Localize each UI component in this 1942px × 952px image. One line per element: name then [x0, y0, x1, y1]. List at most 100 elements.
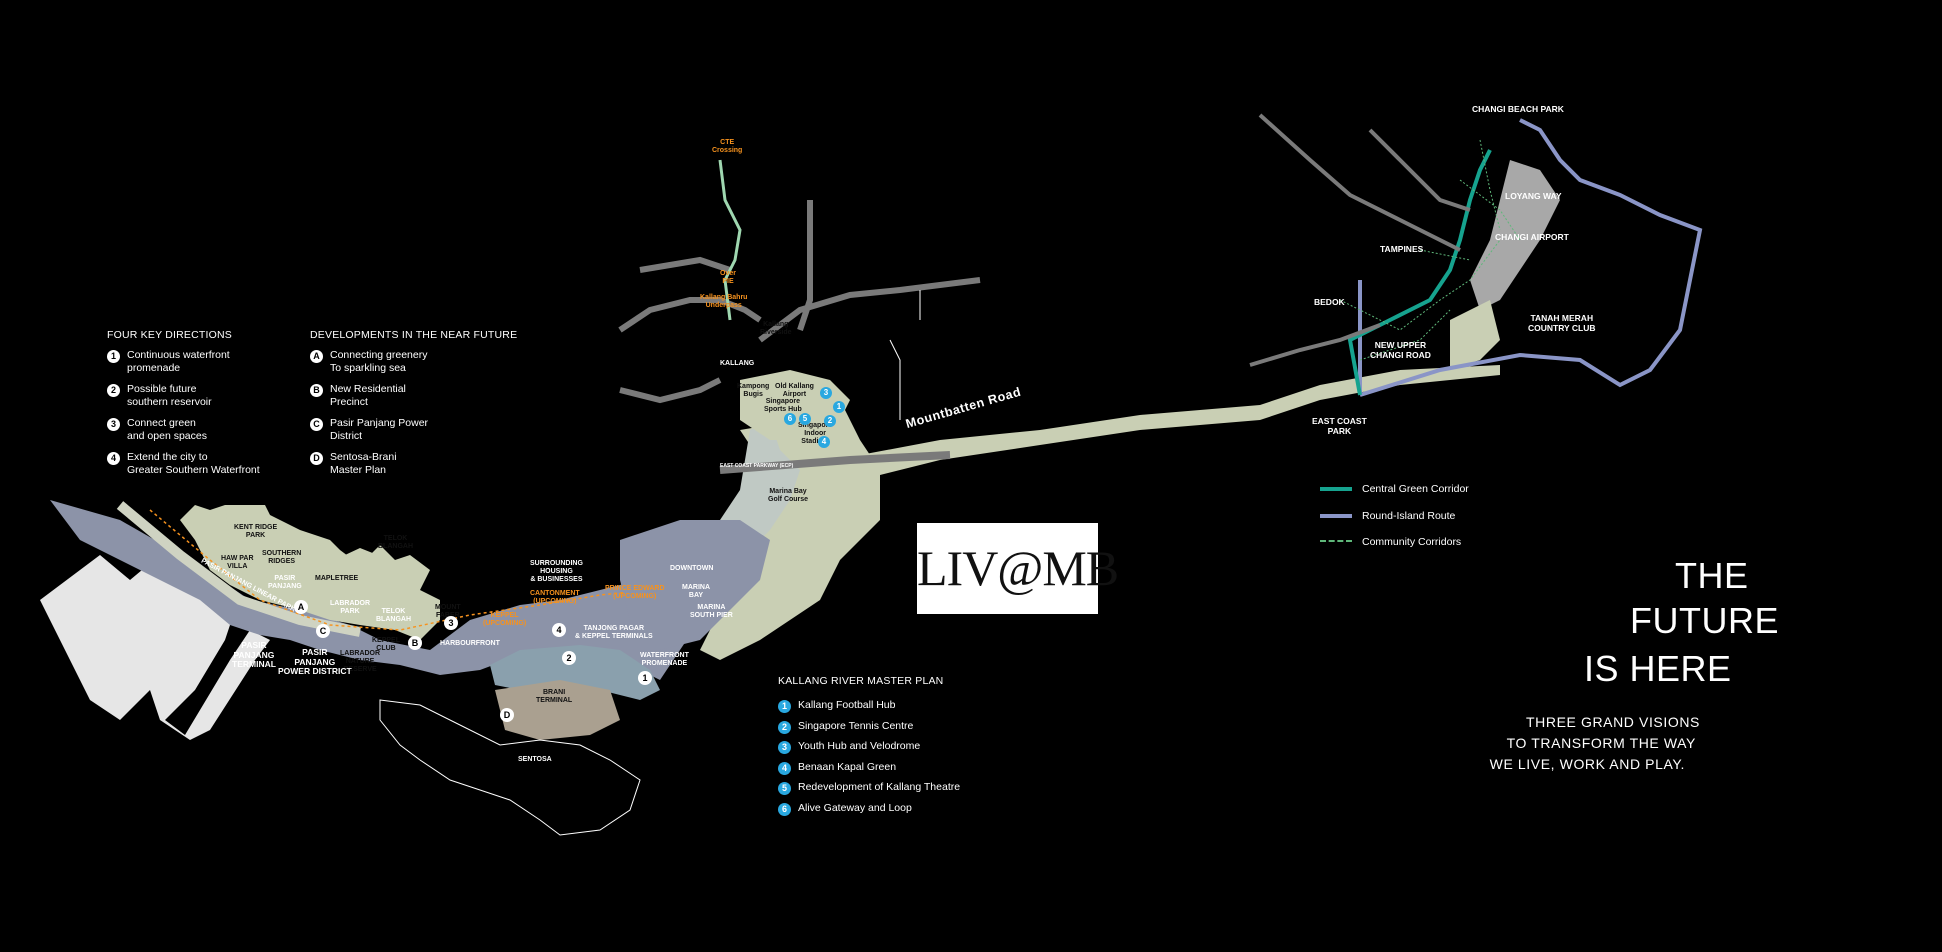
ecp-road — [719, 451, 951, 474]
kallang-marker-5: 5 — [799, 413, 811, 425]
community-corridors — [1339, 139, 1521, 361]
subline-line2: TO TRANSFORM THE WAY — [1506, 735, 1696, 751]
kallang-marker-1: 1 — [833, 401, 845, 413]
central-green-swatch — [1320, 487, 1352, 491]
developments-title: DEVELOPMENTS IN THE NEAR FUTURE — [310, 329, 518, 341]
marina-south-pier-label: MARINA SOUTH PIER — [690, 604, 733, 619]
kallang-marker-4: 4 — [818, 436, 830, 448]
changi-airport-label: CHANGI AIRPORT — [1495, 232, 1569, 242]
harbourfront-label: HARBOURFRONT — [440, 640, 500, 647]
downtown-label: DOWNTOWN — [670, 565, 714, 572]
kallang-riverside-label: Kallang Riverside — [760, 321, 792, 336]
prince-edward-label: PRINCE EDWARD (UPCOMING) — [605, 585, 665, 600]
marker-a: A — [294, 600, 308, 614]
mount-faber-label: MOUNT FABER — [435, 604, 461, 619]
telok-blangah-label: TELOK BLANGAH — [376, 608, 411, 623]
over-pie-label: Over PIE — [720, 270, 736, 285]
kallang-marker-6: 6 — [784, 413, 796, 425]
east-coast-park-label: EAST COAST PARK — [1312, 416, 1367, 436]
kent-ridge-park-label: KENT RIDGE PARK — [234, 524, 278, 539]
marker-b: B — [408, 636, 422, 650]
round-island-swatch — [1320, 513, 1352, 518]
tampines-label: TAMPINES — [1380, 244, 1424, 254]
marker-4: 4 — [552, 623, 566, 637]
pasir-panjang-label: PASIR PANJANG — [268, 575, 302, 590]
cte-crossing-label: CTE Crossing — [712, 139, 743, 154]
brani-terminal-label: BRANI TERMINAL — [536, 689, 573, 704]
marina-bay-water — [620, 520, 770, 650]
marker-c: C — [316, 624, 330, 638]
east-coast-strip — [860, 365, 1500, 475]
cantonment-label: CANTONMENT (UPCOMING) — [530, 590, 580, 605]
four-key-directions-title: FOUR KEY DIRECTIONS — [107, 329, 232, 341]
east-green-land — [1450, 300, 1500, 370]
marina-bay-golf-label: Marina Bay Golf Course — [768, 488, 809, 503]
round-island-route — [1358, 118, 1703, 397]
subline-line1: THREE GRAND VISIONS — [1526, 714, 1700, 730]
route-legend-row: Round-Island Route — [1320, 510, 1469, 537]
west-green-hills — [225, 505, 400, 605]
east-roads — [1249, 113, 1471, 367]
pasir-panjang-power-label: PASIR PANJANG POWER DISTRICT — [278, 647, 352, 676]
livmb-logo: LIV@MB — [917, 523, 1119, 614]
tagline-line1: THE — [1675, 555, 1749, 596]
southern-ridges-label: SOUTHERN RIDGES — [262, 550, 302, 565]
changi-beach-park-label: CHANGI BEACH PARK — [1472, 104, 1564, 114]
tagline-line3: IS HERE — [1584, 648, 1732, 689]
tanjong-pagar-label: TANJONG PAGAR & KEPPEL TERMINALS — [575, 625, 653, 640]
ecp-label: EAST COAST PARKWAY (ECP) — [720, 463, 794, 469]
kallang-plan-title: KALLANG RIVER MASTER PLAN — [778, 675, 944, 687]
old-kallang-airport-label: Old Kallang Airport — [775, 383, 814, 398]
haw-par-villa-label: HAW PAR VILLA — [221, 555, 254, 570]
cte-green-road — [718, 159, 742, 321]
housing-label: SURROUNDING HOUSING & BUSINESSES — [530, 560, 583, 583]
community-swatch — [1320, 540, 1352, 542]
kallang-marker-2: 2 — [824, 415, 836, 427]
waterfront-promenade-label: WATERFRONT PROMENADE — [640, 652, 689, 667]
kampong-bugis-label: Kampong Bugis — [737, 383, 770, 398]
marker-1: 1 — [638, 671, 652, 685]
tagline-line2: FUTURE — [1630, 600, 1779, 641]
keppel-club-label: KEPPEL CLUB — [372, 637, 401, 652]
marker-3: 3 — [444, 616, 458, 630]
bedok-label: BEDOK — [1314, 297, 1345, 307]
kallang-marker-3: 3 — [820, 387, 832, 399]
marker-d: D — [500, 708, 514, 722]
labrador-nature-label: LABRADOR NATURE RESERVE — [340, 650, 381, 673]
pasir-panjang-terminal-label: PASIR PANJANG TERMINAL — [232, 640, 276, 669]
keppel-upcoming-label: KEPPEL (UPCOMING) — [483, 612, 527, 627]
labrador-park-label: LABRADOR PARK — [330, 600, 371, 615]
sports-hub-label: Singapore Sports Hub — [764, 398, 802, 413]
route-legend: Central Green Corridor Round-Island Rout… — [1320, 483, 1469, 563]
telok-blangah-top-label: TELOK BLANGAH — [378, 535, 413, 550]
white-road — [889, 290, 921, 420]
marina-bay-label: MARINA BAY — [682, 584, 710, 599]
route-legend-row: Community Corridors — [1320, 536, 1469, 563]
changi-airport-area — [1470, 160, 1560, 310]
route-legend-row: Central Green Corridor — [1320, 483, 1469, 510]
loyang-way-label: LOYANG WAY — [1505, 191, 1562, 201]
mapletree-label: MAPLETREE — [315, 575, 359, 582]
sentosa-label: SENTOSA — [518, 756, 552, 763]
tanah-merah-label: TANAH MERAH COUNTRY CLUB — [1528, 313, 1596, 333]
sentosa-outline — [379, 699, 641, 836]
central-roads — [618, 200, 981, 404]
subline-line3: WE LIVE, WORK AND PLAY. — [1489, 756, 1685, 772]
kallang-label: KALLANG — [720, 360, 755, 367]
